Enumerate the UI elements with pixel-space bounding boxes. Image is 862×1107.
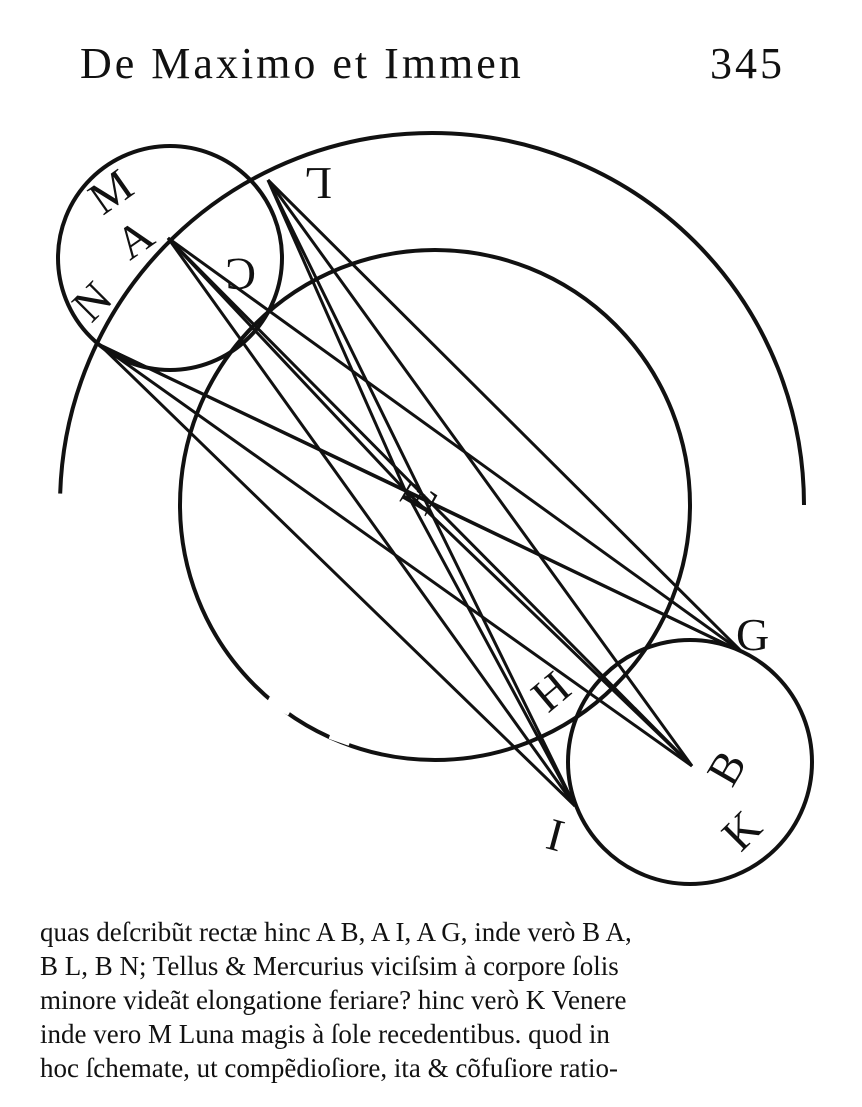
small-circle-lower [566,638,814,886]
text-line: B L, B N; Tellus & Mercurius viciſsim à … [40,951,619,981]
label-i: I [541,808,569,861]
line-a-g [167,236,743,654]
label-l: L [304,158,332,209]
inner-orbit-circle [178,248,692,762]
page-number: 345 [710,39,785,88]
sight-lines [98,178,744,808]
header-title: De Maximo et Immen [80,39,524,88]
label-k: K [712,801,772,861]
label-c: C [225,249,256,300]
line-e-g [404,488,743,654]
line-e-b [403,488,694,768]
line-l-e [266,179,407,491]
label-n: N [62,272,122,332]
running-header: De Maximo et Immen 345 [80,38,800,98]
text-line: minore videãt elongatione feriare? hinc … [40,985,627,1015]
text-line: inde vero M Luna magis à ſole recedentib… [40,1019,610,1049]
label-b: B [697,742,757,794]
line-l-g [266,178,744,654]
line-n-i [98,343,577,808]
line-l-b [266,179,694,767]
astronomical-diagram: M A L C N E H G B K I [56,131,814,886]
text-line: quas deſcribũt rectæ hinc A B, A I, A G,… [40,917,632,947]
line-n-e [99,343,406,492]
small-circle-upper [56,144,284,372]
gap-2 [328,731,352,746]
outer-orbit-circle [58,131,806,879]
label-g: G [736,609,769,660]
gap-3 [451,517,466,533]
body-text: quas deſcribũt rectæ hinc A B, A I, A G,… [40,915,840,1085]
line-n-b [99,343,693,768]
line-l-i [266,179,577,807]
line-a-e [166,236,407,492]
text-line: hoc ſchemate, ut compẽdioſiore, ita & cõ… [40,1053,619,1083]
gap-1 [266,696,292,716]
line-a-i [166,237,577,807]
line-e-i [403,489,577,807]
